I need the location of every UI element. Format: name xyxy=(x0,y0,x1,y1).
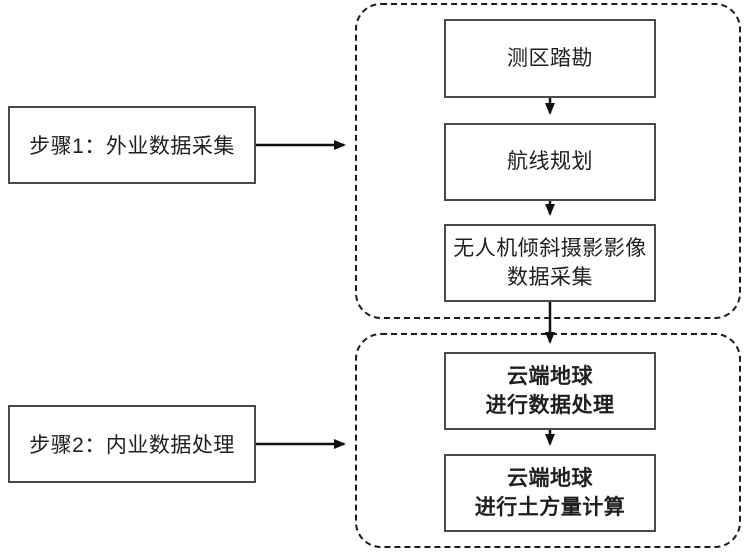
step1-label: 步骤1：外业数据采集 xyxy=(29,135,235,158)
node-survey-reconnaissance: 测区踏勘 xyxy=(444,19,656,98)
node-cloud-earthwork-calculation: 云端地球 进行土方量计算 xyxy=(444,454,656,532)
step2-box: 步骤2：内业数据处理 xyxy=(8,405,256,483)
node-cloud-data-processing: 云端地球 进行数据处理 xyxy=(444,352,656,430)
node-uav-image-collection: 无人机倾斜摄影影像 数据采集 xyxy=(444,224,656,302)
step1-box: 步骤1：外业数据采集 xyxy=(8,106,256,184)
node-cloud-data-processing-label: 云端地球 进行数据处理 xyxy=(485,364,615,417)
field-work-group-container xyxy=(355,3,741,319)
node-survey-reconnaissance-label: 测区踏勘 xyxy=(507,46,593,70)
node-cloud-earthwork-calculation-label: 云端地球 进行土方量计算 xyxy=(474,466,626,519)
step2-label: 步骤2：内业数据处理 xyxy=(29,434,235,457)
node-route-planning: 航线规划 xyxy=(444,123,656,201)
node-uav-image-collection-label: 无人机倾斜摄影影像 数据采集 xyxy=(453,236,647,289)
node-route-planning-label: 航线规划 xyxy=(507,150,593,174)
